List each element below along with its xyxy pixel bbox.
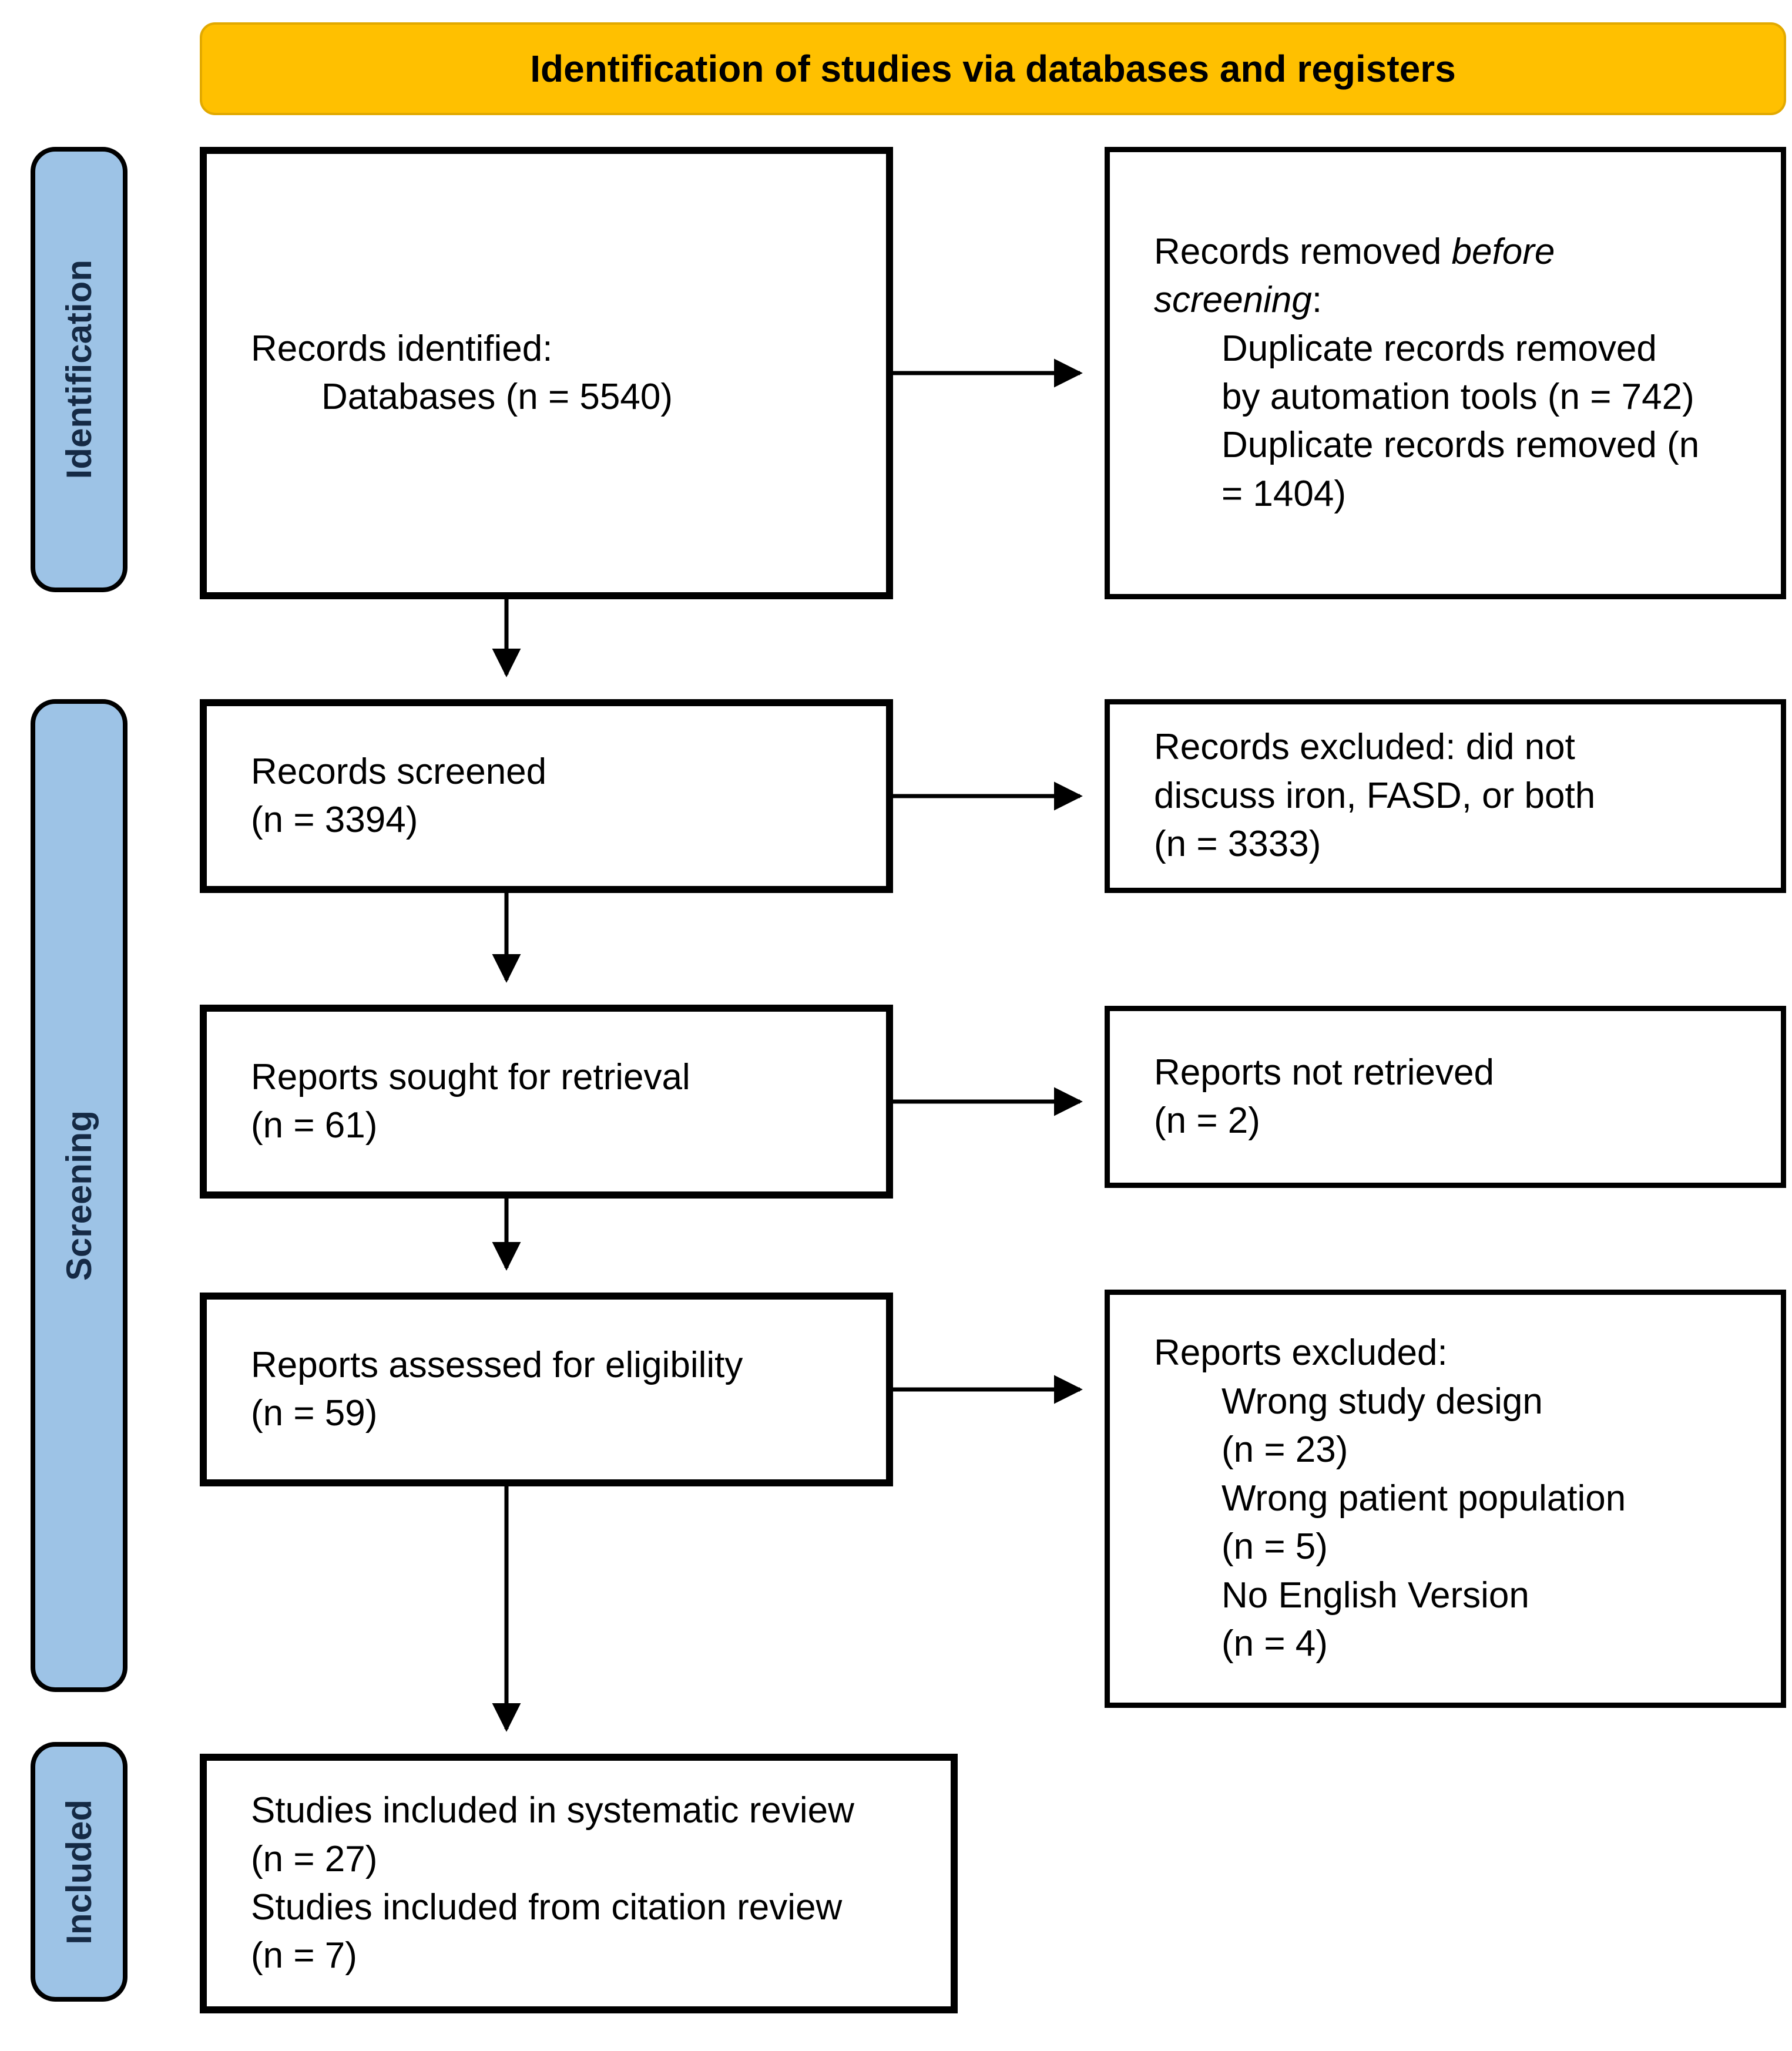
records-removed-intro: Records removed before screening: xyxy=(1154,231,1555,321)
records-screened-text: Records screened (n = 3394) xyxy=(251,751,547,840)
box-records-screened: Records screened (n = 3394) xyxy=(200,699,893,893)
reports-excluded-item-patient-population: Wrong patient population (n = 5) xyxy=(1221,1478,1626,1567)
box-reports-not-retrieved: Reports not retrieved (n = 2) xyxy=(1105,1006,1786,1188)
studies-included-text: Studies included in systematic review (n… xyxy=(251,1790,854,1976)
box-reports-sought-for-retrieval: Reports sought for retrieval (n = 61) xyxy=(200,1005,893,1199)
reports-excluded-title: Reports excluded: xyxy=(1154,1332,1448,1374)
records-identified-detail: Databases (n = 5540) xyxy=(321,377,673,417)
records-removed-item-automation: Duplicate records removed by automation … xyxy=(1221,328,1694,417)
reports-not-retrieved-text: Reports not retrieved (n = 2) xyxy=(1154,1052,1494,1141)
reports-excluded-item-study-design: Wrong study design (n = 23) xyxy=(1221,1381,1543,1471)
box-records-removed-before-screening: Records removed before screening: Duplic… xyxy=(1105,147,1786,599)
records-identified-title: Records identified: xyxy=(251,328,553,369)
stage-label-included-text: Included xyxy=(59,1799,99,1945)
stage-label-identification-text: Identification xyxy=(59,260,99,479)
box-studies-included: Studies included in systematic review (n… xyxy=(200,1754,958,2013)
header-title: Identification of studies via databases … xyxy=(530,48,1456,90)
reports-excluded-item-no-english: No English Version (n = 4) xyxy=(1221,1575,1529,1664)
box-reports-assessed-for-eligibility: Reports assessed for eligibility (n = 59… xyxy=(200,1293,893,1486)
records-excluded-text: Records excluded: did not discuss iron, … xyxy=(1154,727,1596,865)
stage-label-screening: Screening xyxy=(31,699,127,1692)
box-records-identified: Records identified: Databases (n = 5540) xyxy=(200,147,893,599)
records-removed-item-duplicates: Duplicate records removed (n = 1404) xyxy=(1221,425,1700,514)
header-banner: Identification of studies via databases … xyxy=(200,22,1786,115)
records-removed-intro-italic: before screening xyxy=(1154,231,1555,321)
reports-assessed-text: Reports assessed for eligibility (n = 59… xyxy=(251,1344,743,1434)
box-records-excluded: Records excluded: did not discuss iron, … xyxy=(1105,699,1786,893)
stage-label-included: Included xyxy=(31,1742,127,2002)
box-reports-excluded: Reports excluded: Wrong study design (n … xyxy=(1105,1290,1786,1708)
stage-label-screening-text: Screening xyxy=(59,1110,99,1281)
reports-sought-text: Reports sought for retrieval (n = 61) xyxy=(251,1056,690,1146)
stage-label-identification: Identification xyxy=(31,147,127,592)
